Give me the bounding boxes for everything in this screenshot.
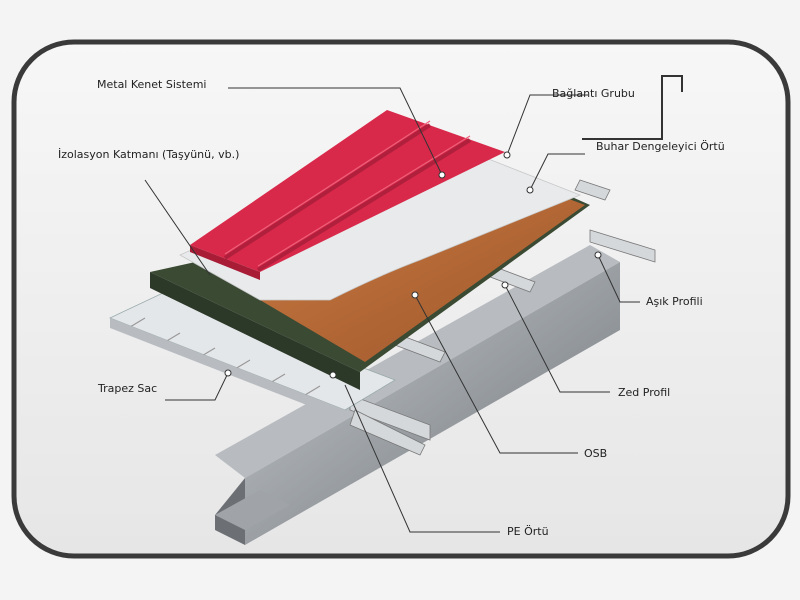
label-trapez: Trapez Sac [97,382,157,395]
label-zed: Zed Profil [618,386,670,399]
insulation-side [150,272,360,390]
label-metal-kenet: Metal Kenet Sistemi [97,78,206,91]
i-beam [215,245,620,545]
label-pe: PE Örtü [507,525,549,538]
trapez-sheet [108,291,396,420]
leader-lines [144,87,640,533]
label-asik: Aşık Profili [646,295,703,308]
metal-seam-panels [190,110,505,280]
label-izolasyon: İzolasyon Katmanı (Taşyünü, vb.) [58,148,239,161]
connection-clip-icon [582,75,683,140]
osb-layer [260,190,585,362]
zed-profiles [349,179,656,456]
label-baglanti: Bağlantı Grubu [552,87,635,100]
label-osb: OSB [584,447,607,460]
callout-dots [224,151,602,379]
label-buhar: Buhar Dengeleyici Örtü [596,140,725,153]
